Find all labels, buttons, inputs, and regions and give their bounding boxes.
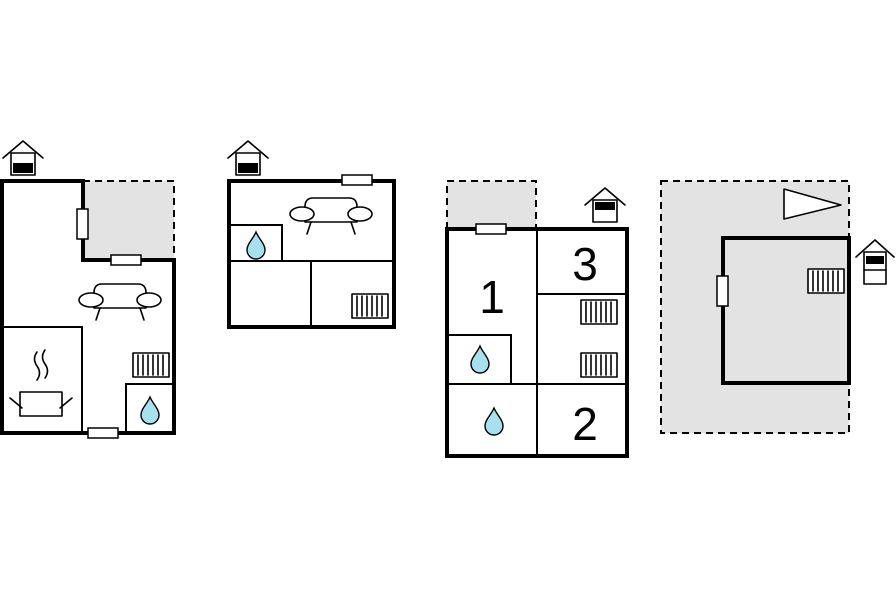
sofa-icon — [289, 197, 373, 235]
entrance-icon — [584, 187, 626, 223]
water-drop-icon — [470, 345, 490, 374]
window-icon — [87, 427, 119, 439]
water-drop-icon — [246, 231, 266, 260]
outdoor-area-border — [446, 180, 537, 229]
floor-3: 1 2 3 — [445, 180, 629, 458]
outdoor-area — [83, 181, 174, 260]
interior-wall — [2, 326, 83, 433]
floor-1 — [0, 140, 176, 439]
exterior-wall — [0, 179, 176, 435]
entrance-icon — [2, 140, 44, 176]
water-drop-icon — [484, 407, 504, 436]
floor-4 — [660, 180, 895, 434]
water-drop-icon — [140, 396, 160, 425]
radiator-icon — [580, 352, 618, 378]
interior-wall — [447, 334, 512, 384]
direction-arrow-icon — [783, 188, 842, 220]
window-icon — [76, 208, 89, 240]
floor-2 — [227, 140, 396, 329]
radiator-icon — [580, 299, 618, 325]
room-number: 2 — [572, 398, 598, 450]
radiator-icon — [807, 268, 845, 294]
outdoor-area-border — [83, 180, 175, 260]
interior-wall — [229, 224, 283, 261]
room-number: 1 — [479, 271, 505, 323]
interior-wall — [125, 383, 174, 433]
entrance-icon — [855, 239, 895, 285]
kitchen-pot-icon — [9, 349, 73, 417]
outdoor-area — [447, 181, 536, 229]
entrance-icon — [227, 140, 269, 176]
window-icon — [475, 223, 507, 235]
radiator-icon — [132, 352, 170, 378]
window-icon — [341, 174, 373, 186]
window-icon — [716, 275, 729, 307]
radiator-icon — [351, 293, 389, 319]
sofa-icon — [78, 283, 162, 321]
outdoor-area — [661, 181, 849, 433]
exterior-wall — [721, 236, 851, 385]
room-number: 3 — [572, 238, 598, 290]
window-icon — [110, 254, 142, 266]
